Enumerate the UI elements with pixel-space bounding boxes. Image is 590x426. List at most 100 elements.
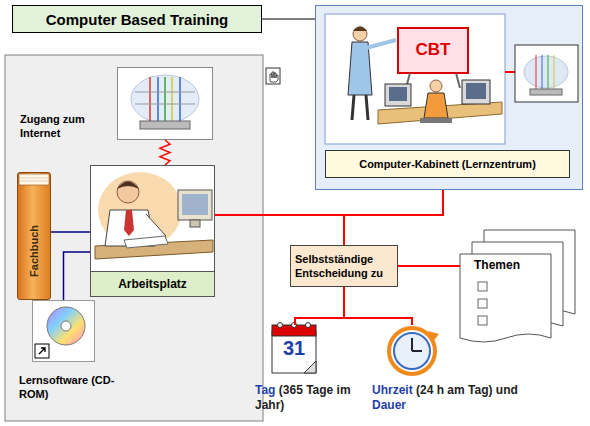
node-label: Tag: [255, 383, 275, 397]
chair: [420, 118, 452, 123]
monitor: [462, 80, 490, 104]
node-label: Lernsoftware (CD-ROM): [19, 374, 114, 400]
cursor-icon: [266, 68, 280, 84]
workplace-box: Arbeitsplatz: [90, 165, 215, 297]
man-head: [117, 181, 139, 203]
book-icon: Fachbuch: [17, 172, 51, 300]
page-line: [19, 181, 49, 182]
clock-hand: [412, 350, 422, 352]
connector-line: [344, 287, 412, 325]
network-line: [164, 77, 166, 121]
text-block: Computer Based Training: [13, 6, 261, 32]
text-block: Selbstständige Entscheidung zu: [291, 246, 397, 286]
monitor-stand: [190, 220, 200, 227]
teacher-body: [348, 42, 372, 95]
paper: [124, 236, 168, 248]
node-label: (24 h am Tag) und: [416, 383, 518, 397]
sheet: [472, 242, 563, 330]
sheet: [484, 230, 575, 318]
clock-icon: Uhrzeit (24 h am Tag) und Dauer: [386, 325, 438, 377]
board-leg: [406, 73, 410, 88]
screen: [466, 83, 486, 99]
network-base: [140, 121, 190, 129]
man-arm: [146, 214, 166, 242]
left-panel: [5, 55, 263, 421]
node-label: Zugang zum Internet: [20, 113, 85, 139]
calendar-ring: [278, 323, 283, 328]
network-line: [171, 77, 173, 121]
cd-hole: [61, 321, 71, 331]
clock-face: [394, 333, 430, 369]
hand-symbol: [270, 72, 278, 82]
text-block: Arbeitsplatz: [90, 271, 215, 297]
student-body: [424, 93, 448, 118]
connector-line: [344, 190, 443, 245]
node-label: Computer-Kabinett (Lernzentrum): [359, 158, 536, 170]
text-block: Zugang zum Internet: [20, 112, 112, 140]
internet-box: Zugang zum Internet: [117, 67, 213, 140]
classroom-frame: [325, 14, 505, 144]
text-block: Lernsoftware (CD-ROM): [19, 373, 119, 401]
network-line: [135, 92, 195, 93]
network-line: [179, 77, 181, 121]
decision-box: Selbstständige Entscheidung zu: [290, 245, 398, 287]
desk: [95, 240, 213, 259]
man-body: [105, 210, 155, 246]
text-block: Tag (365 Tage im Jahr): [255, 383, 355, 413]
connector-line: [215, 215, 344, 245]
teacher-hair: [353, 27, 367, 32]
node-label: Fachbuch: [28, 225, 40, 277]
teacher-leg: [366, 95, 368, 120]
connector-line: [398, 265, 460, 267]
shortcut-box: [35, 344, 49, 358]
calendar-icon: 31Tag (365 Tage im Jahr): [270, 325, 320, 375]
title-box: Computer Based Training: [12, 5, 262, 33]
node-label: Dauer: [372, 398, 406, 412]
text-block: Themen: [474, 258, 520, 272]
network-line: [548, 55, 549, 90]
clock-arrow-head: [428, 331, 439, 343]
sheet: [460, 254, 551, 342]
node-label: Themen: [474, 258, 520, 272]
page-fold: [304, 361, 316, 373]
network-line: [149, 77, 151, 121]
picture-label: CBT: [398, 40, 468, 60]
node-label: Uhrzeit: [372, 383, 413, 397]
checkbox: [478, 299, 487, 308]
shortcut-arrow: [39, 348, 45, 354]
calendar-ring: [306, 323, 311, 328]
monitor: [178, 190, 212, 220]
student-head: [430, 80, 442, 92]
globe: [524, 56, 568, 88]
connector-line: [160, 140, 170, 165]
connector-line: [51, 231, 90, 233]
calendar-ring: [292, 323, 297, 328]
teacher-leg: [352, 95, 354, 120]
cd-disc: [47, 307, 85, 345]
node-label: Selbstständige Entscheidung zu: [295, 252, 393, 280]
network-line: [135, 104, 195, 105]
calendar-page: [272, 331, 316, 373]
calendar-top: [272, 325, 316, 336]
checkbox: [478, 316, 487, 325]
connector-line: [64, 252, 91, 300]
desk: [378, 102, 502, 124]
clock-hand: [411, 338, 413, 351]
network-line: [536, 55, 537, 90]
network-line: [542, 55, 543, 90]
text-block: Uhrzeit (24 h am Tag) und Dauer: [372, 383, 552, 413]
text-block: 31: [271, 337, 317, 360]
monitor: [385, 84, 411, 106]
teacher-head: [353, 27, 367, 41]
teacher-arm: [366, 40, 396, 48]
connector-line: [262, 19, 315, 20]
network-line: [554, 55, 555, 90]
screen: [389, 87, 407, 101]
book-pages: [19, 174, 49, 185]
man-tie: [124, 210, 134, 236]
link-wire: [505, 71, 515, 73]
topic-sheets: Themen: [460, 230, 576, 345]
node-label: Arbeitsplatz: [118, 277, 187, 291]
